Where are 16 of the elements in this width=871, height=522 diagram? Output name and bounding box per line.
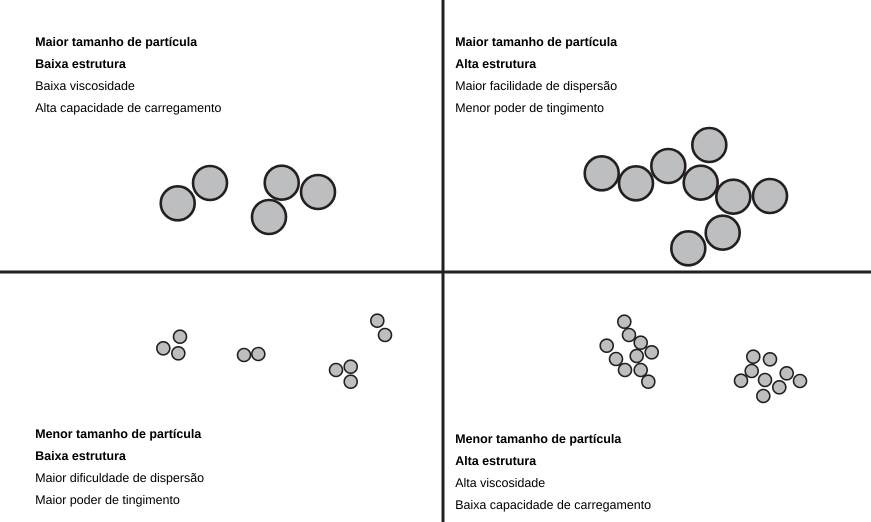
heading-text: Maior tamanho de partícula xyxy=(36,36,198,49)
body-text: Alta capacidade de carregamento xyxy=(35,102,221,115)
heading-text: Menor tamanho de partícula xyxy=(456,434,622,446)
heading-text: Baixa estrutura xyxy=(36,58,126,68)
heading-text: Alta estrutura xyxy=(456,456,536,466)
body-text: Maior poder de tingimento xyxy=(36,494,180,507)
body-text: Alta viscosidade xyxy=(455,478,545,488)
heading-text: Menor tamanho de partícula xyxy=(36,428,202,441)
body-text: Maior dificuldade de dispersão xyxy=(36,472,204,485)
body-text: Baixa viscosidade xyxy=(36,80,134,90)
heading-text: Alta estrutura xyxy=(456,58,536,68)
heading-text: Maior tamanho de partícula xyxy=(456,36,618,49)
body-text: Baixa capacidade de carregamento xyxy=(456,500,651,512)
body-text: Maior facilidade de dispersão xyxy=(456,80,617,93)
body-text: Menor poder de tingimento xyxy=(456,102,604,115)
heading-text: Baixa estrutura xyxy=(36,450,126,460)
